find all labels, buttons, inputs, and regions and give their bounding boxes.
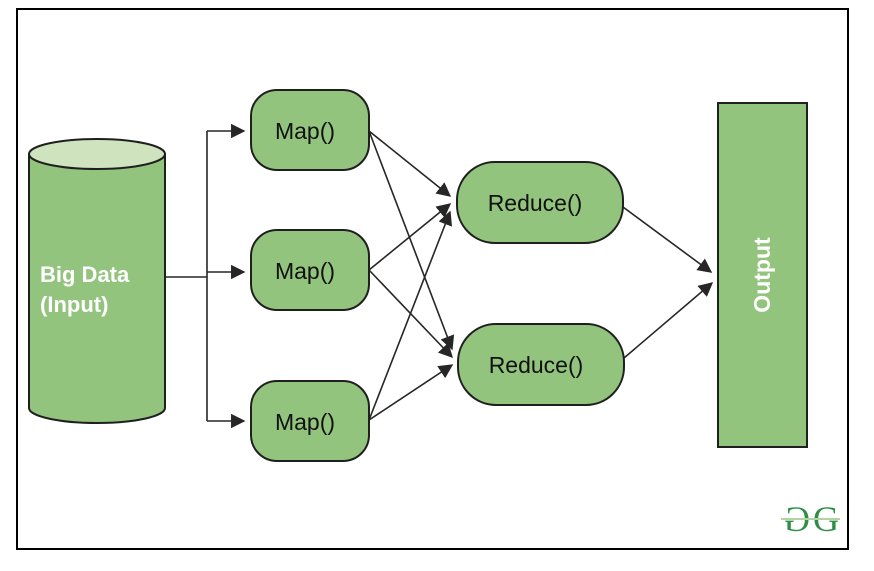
- reduce2-shape: [457, 323, 625, 406]
- edge-map2-reduce1: [368, 203, 452, 271]
- map1-label: Map(): [275, 118, 335, 144]
- map2-label: Map(): [275, 258, 335, 284]
- edges-map-to-reduce: [368, 130, 455, 421]
- map3-shape: [250, 380, 370, 462]
- node-map-1: Map(): [250, 89, 370, 171]
- edge-reduce1-output: [622, 206, 713, 273]
- edge-map3-reduce1: [368, 210, 453, 421]
- output-label: Output: [749, 237, 775, 313]
- node-map-2: Map(): [250, 229, 370, 311]
- map3-label: Map(): [275, 409, 335, 435]
- map1-shape: [250, 89, 370, 171]
- reduce2-label: Reduce(): [489, 352, 584, 378]
- cylinder-top: [28, 138, 166, 170]
- geeksforgeeks-logo-icon: G G: [781, 499, 840, 539]
- node-reduce-1: Reduce(): [456, 161, 624, 244]
- input-label-line2: (Input): [40, 292, 108, 317]
- node-reduce-2: Reduce(): [457, 323, 625, 406]
- edge-map1-reduce2: [368, 130, 455, 351]
- node-output: Output: [717, 102, 808, 448]
- edge-map1-reduce1: [368, 130, 452, 197]
- node-input-cylinder: Big Data (Input): [28, 138, 166, 424]
- input-label-line1: Big Data: [40, 262, 130, 287]
- map2-shape: [250, 229, 370, 311]
- reduce1-shape: [456, 161, 624, 244]
- output-shape: [717, 102, 808, 448]
- edge-input-branch: [165, 123, 246, 429]
- reduce1-label: Reduce(): [488, 190, 583, 216]
- cylinder-body: [28, 153, 166, 424]
- edge-map3-reduce2: [368, 364, 454, 421]
- edges-reduce-to-output: [622, 206, 714, 359]
- node-map-3: Map(): [250, 380, 370, 462]
- edge-reduce2-output: [623, 282, 714, 359]
